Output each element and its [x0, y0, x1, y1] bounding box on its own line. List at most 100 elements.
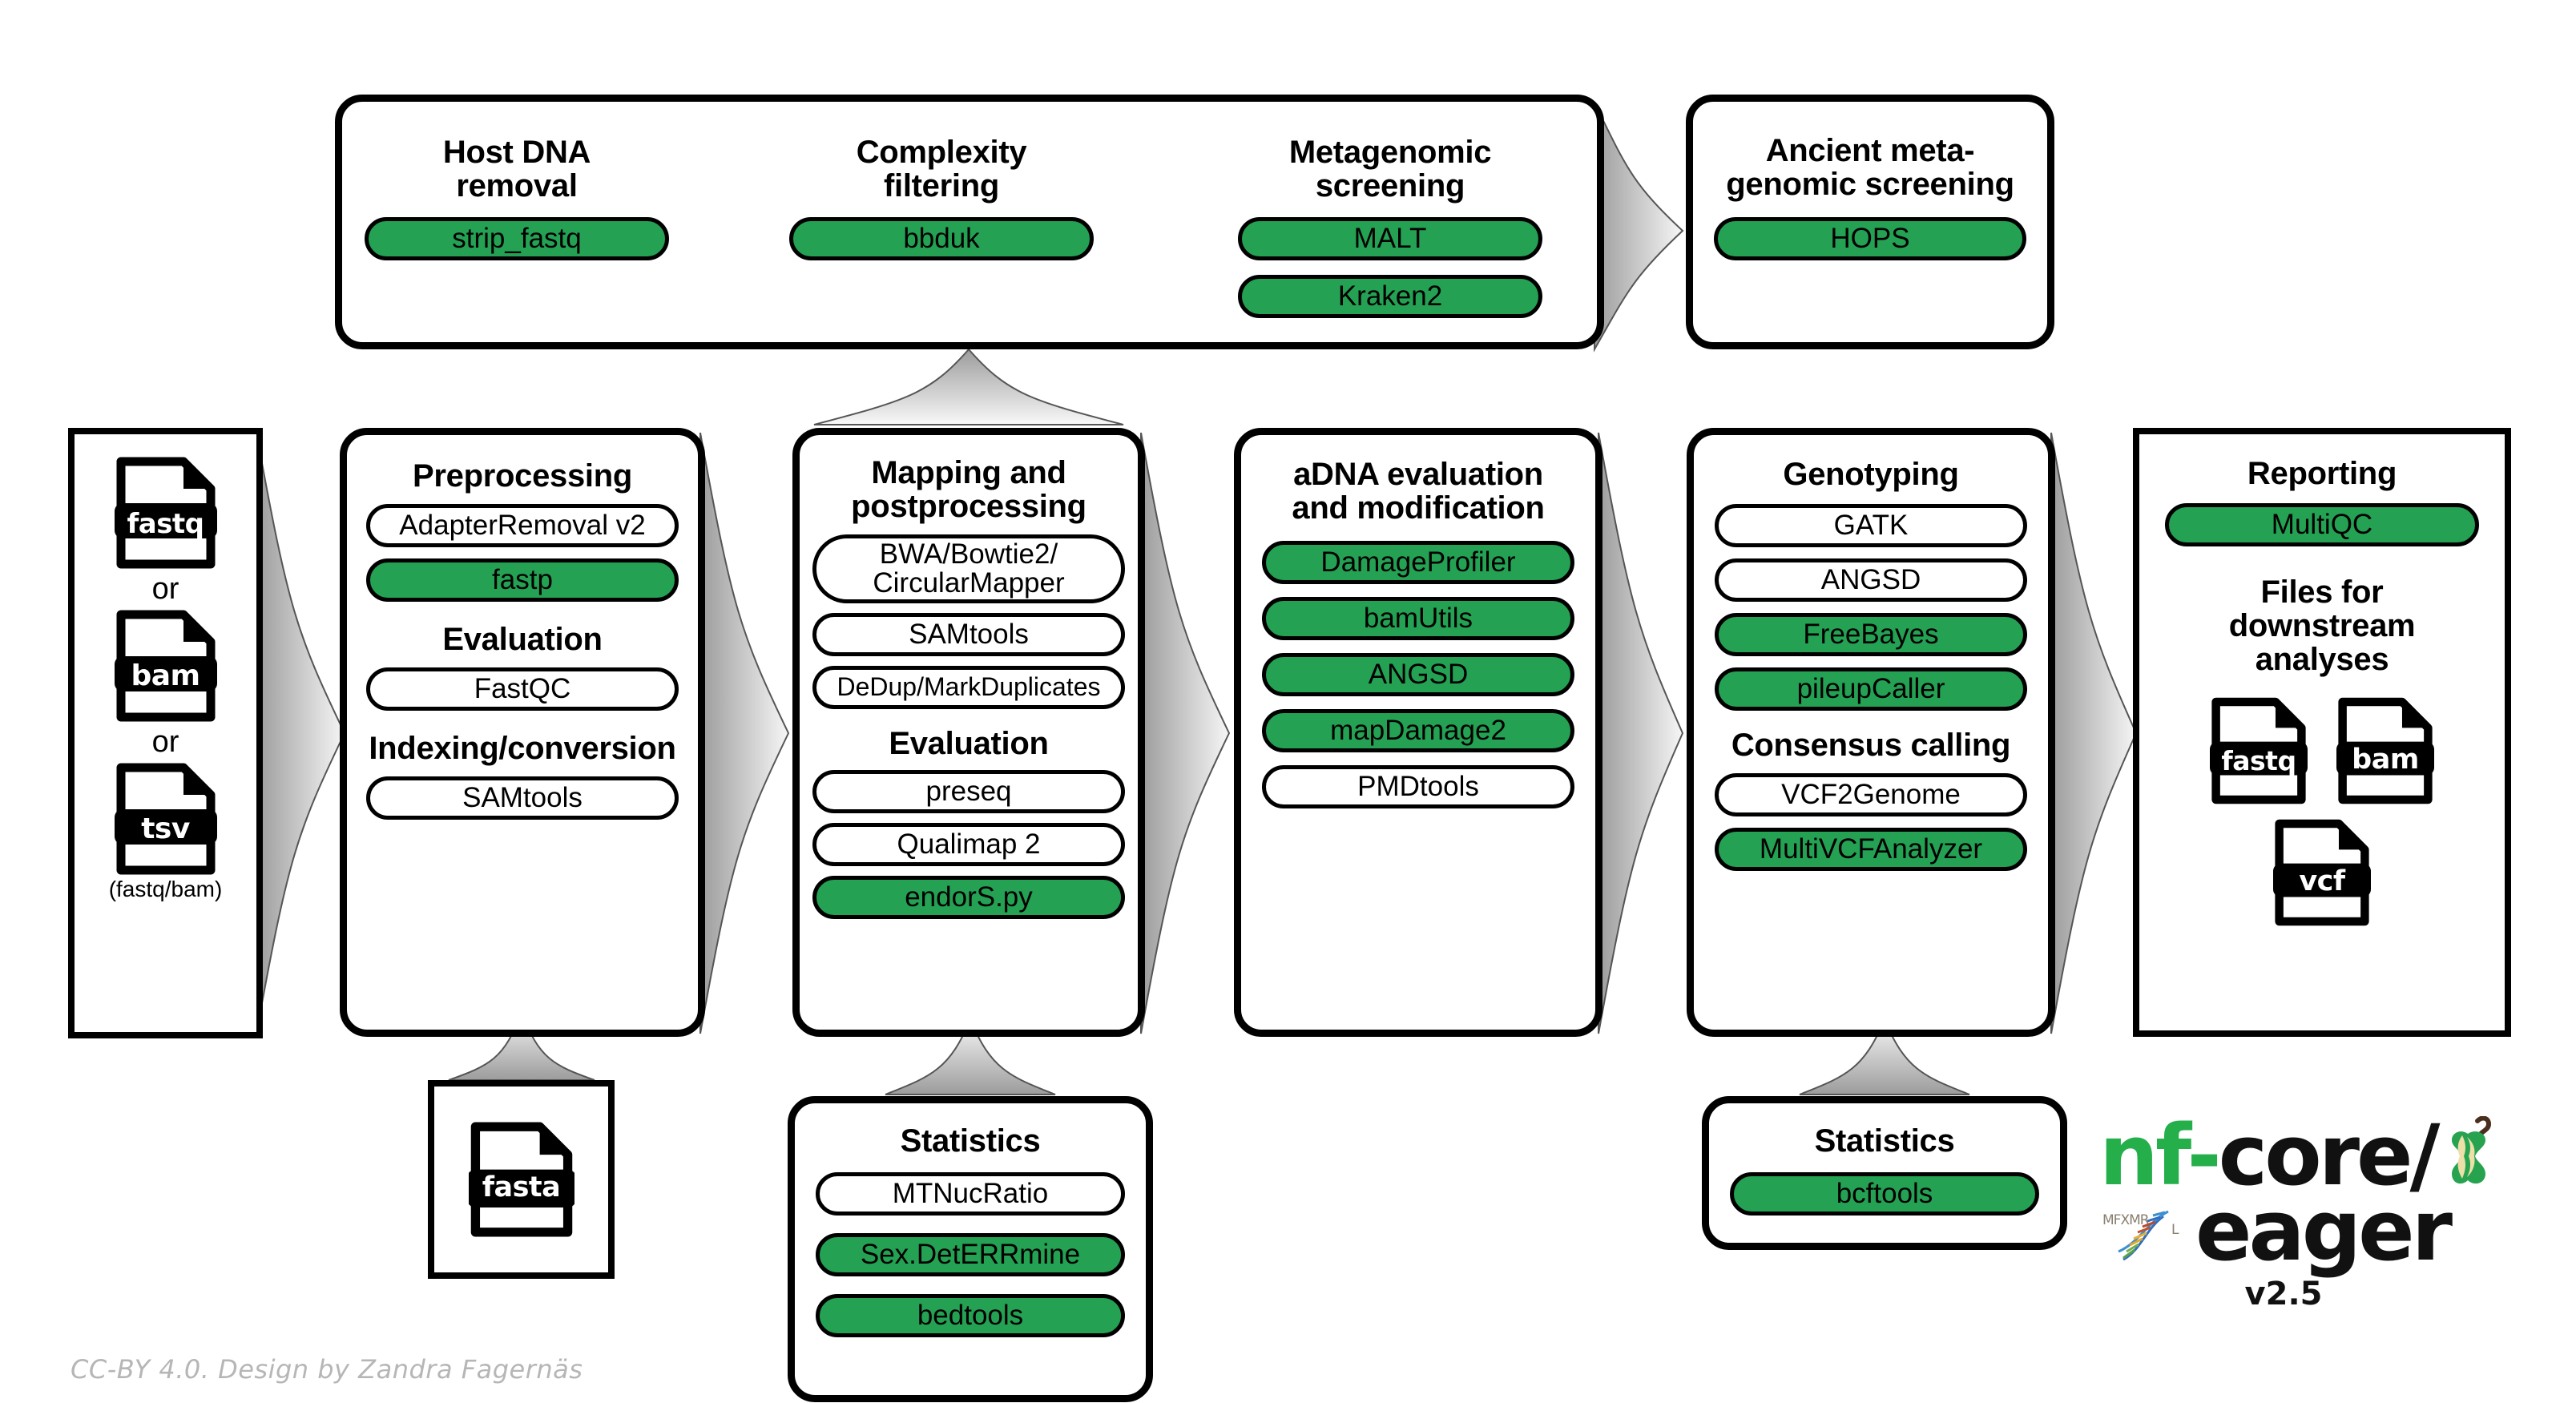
file-icon-fasta: fasta [468, 1122, 574, 1237]
tool-pill-adapterremoval-v2[interactable]: AdapterRemoval v2 [366, 504, 679, 547]
tool-pill-preseq[interactable]: preseq [812, 770, 1125, 813]
reporting-title: Reporting [2247, 456, 2397, 491]
genotyping-title: Genotyping [1783, 457, 1959, 492]
title-line-2: filtering [884, 168, 999, 204]
input-note: (fastq/bam) [108, 877, 223, 901]
metagenomic-screening-title: Metagenomic screening [1238, 135, 1542, 203]
tool-pill-malt[interactable]: MALT [1238, 217, 1542, 260]
host-dna-removal-title: Host DNA removal [365, 135, 669, 203]
file-label: bam [2352, 744, 2419, 776]
tool-pill-hops[interactable]: HOPS [1714, 217, 2026, 260]
indexing-conversion-section-title: Indexing/conversion [369, 731, 676, 766]
tool-pill-fastqc[interactable]: FastQC [366, 667, 679, 711]
mapping-postprocessing-title: Mapping and postprocessing [812, 456, 1125, 523]
arrow-preprocessing-to-mapping [699, 432, 790, 1034]
tool-pill-multiqc[interactable]: MultiQC [2165, 503, 2479, 546]
tool-pill-gatk[interactable]: GATK [1715, 504, 2027, 547]
apple-core-icon [2451, 1116, 2491, 1184]
file-icon-bam: bam [114, 610, 217, 722]
file-icon-tsv: tsv [114, 763, 217, 875]
tool-pill-mtnucratio[interactable]: MTNucRatio [816, 1172, 1125, 1216]
logo-eager-text: eager [2195, 1182, 2453, 1280]
svg-text:L: L [2171, 1222, 2179, 1238]
file-glyph [2273, 819, 2371, 926]
tool-pill-dedup-markduplicates[interactable]: DeDup/MarkDuplicates [812, 666, 1125, 709]
title-line-2: removal [456, 168, 578, 204]
genotyping-panel: Genotyping GATK ANGSD FreeBayes pileupCa… [1687, 428, 2055, 1037]
consensus-calling-section-title: Consensus calling [1731, 728, 2011, 763]
tool-pill-pmdtools[interactable]: PMDtools [1262, 765, 1574, 808]
reference-fasta-panel: fasta [428, 1080, 615, 1279]
metagenomic-screening-column: Metagenomic screening MALT Kraken2 [1238, 135, 1542, 318]
file-icon-fastq: fastq [114, 457, 217, 569]
complexity-filtering-column: Complexity filtering bbduk [789, 135, 1094, 260]
genotyping-statistics-panel: Statistics bcftools [1702, 1096, 2067, 1250]
tool-pill-strip-fastq[interactable]: strip_fastq [365, 217, 669, 260]
tool-pill-freebayes[interactable]: FreeBayes [1715, 613, 2027, 656]
tool-pill-endors-py[interactable]: endorS.py [812, 876, 1125, 919]
file-label: fastq [2221, 745, 2296, 776]
ancient-metagenomic-screening-title: Ancient meta- genomic screening [1714, 134, 2026, 201]
host-dna-removal-column: Host DNA removal strip_fastq [365, 135, 669, 260]
file-label: bam [131, 659, 200, 692]
tool-pill-bcftools[interactable]: bcftools [1730, 1172, 2039, 1216]
ancient-metagenomic-screening-panel: Ancient meta- genomic screening HOPS [1686, 95, 2054, 349]
title-line-1: Metagenomic [1288, 135, 1492, 170]
tool-pill-damageprofiler[interactable]: DamageProfiler [1262, 541, 1574, 584]
arrow-input-to-preprocessing [256, 432, 346, 1034]
file-icon-vcf-output: vcf [2273, 819, 2371, 926]
preprocessing-panel: Preprocessing AdapterRemoval v2 fastp Ev… [340, 428, 705, 1037]
title-line-2: postprocessing [851, 489, 1086, 524]
file-glyph [2336, 697, 2434, 804]
tool-pill-bamutils[interactable]: bamUtils [1262, 597, 1574, 640]
file-glyph [468, 1122, 574, 1237]
tool-pill-angsd-geno[interactable]: ANGSD [1715, 558, 2027, 602]
dna-helix-icon: MFXMR L [2102, 1210, 2179, 1261]
tool-pill-kraken2[interactable]: Kraken2 [1238, 275, 1542, 318]
tool-pill-samtools-map[interactable]: SAMtools [812, 613, 1125, 656]
arrow-adna-to-genotyping [1598, 432, 1684, 1034]
file-icon-bam-output: bam [2336, 697, 2434, 804]
statistics-title: Statistics [1814, 1123, 1955, 1159]
tool-pill-samtools-prep[interactable]: SAMtools [366, 776, 679, 820]
title-line-1: aDNA evaluation [1293, 457, 1543, 492]
file-label: fasta [482, 1171, 561, 1203]
tool-pill-qualimap-2[interactable]: Qualimap 2 [812, 823, 1125, 866]
tool-pill-angsd-adna[interactable]: ANGSD [1262, 653, 1574, 696]
tool-pill-bedtools[interactable]: bedtools [816, 1294, 1125, 1337]
file-glyph [114, 763, 217, 875]
file-glyph [2210, 697, 2308, 804]
mapping-statistics-panel: Statistics MTNucRatio Sex.DetERRmine bed… [788, 1096, 1153, 1402]
or-separator-2: or [151, 725, 179, 759]
tool-pill-multivcfanalyzer[interactable]: MultiVCFAnalyzer [1715, 828, 2027, 871]
evaluation-section-title: Evaluation [442, 622, 603, 657]
tool-pill-pileupcaller[interactable]: pileupCaller [1715, 667, 2027, 711]
logo-core-text: core/ [2218, 1107, 2441, 1204]
file-label: tsv [141, 812, 190, 845]
tool-pill-bbduk[interactable]: bbduk [789, 217, 1094, 260]
title-line-1: Files for downstream [2228, 575, 2416, 643]
tool-pill-bwa-bowtie2-circularmapper[interactable]: BWA/Bowtie2/ CircularMapper [812, 534, 1125, 603]
screening-banner-panel: Host DNA removal strip_fastq Complexity … [335, 95, 1604, 349]
title-line-1: Mapping and [871, 455, 1066, 490]
credit-line: CC-BY 4.0. Design by Zandra Fagernäs [71, 1354, 583, 1385]
arrow-mapping-to-adna [1140, 432, 1231, 1034]
title-line-1: Ancient meta- [1765, 133, 1975, 168]
tool-pill-mapdamage2[interactable]: mapDamage2 [1262, 709, 1574, 752]
nf-core-eager-logo: nf-core/ MFXMR L [2099, 1114, 2516, 1314]
tool-pill-sex-determine[interactable]: Sex.DetERRmine [816, 1233, 1125, 1276]
title-line-2: analyses [2255, 642, 2389, 677]
evaluation-section-title: Evaluation [889, 726, 1049, 761]
tool-pill-fastp[interactable]: fastp [366, 558, 679, 602]
pill-line-1: BWA/Bowtie2/ [879, 538, 1058, 570]
adna-evaluation-title: aDNA evaluation and modification [1262, 458, 1574, 525]
logo-version: v2.5 [2244, 1276, 2323, 1312]
pill-line-2: CircularMapper [873, 567, 1065, 599]
title-line-1: Complexity [856, 135, 1027, 170]
tool-pill-vcf2genome[interactable]: VCF2Genome [1715, 773, 2027, 816]
title-line-1: Host DNA [442, 135, 591, 170]
arrow-metagenomic-to-hops [1594, 102, 1684, 353]
file-glyph [114, 457, 217, 569]
